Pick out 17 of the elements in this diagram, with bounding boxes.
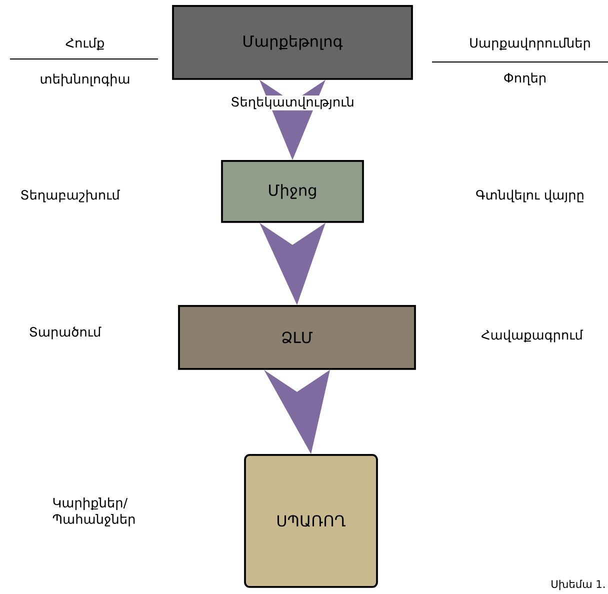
side-label: Սարքավորումներ: [470, 38, 590, 50]
side-label: Փողեր: [504, 72, 546, 86]
edge-label: Տեղեկատվություն: [229, 96, 356, 110]
box: Մարքեթոլոգ: [172, 5, 413, 80]
caption: Սխեմա 1.: [552, 580, 605, 590]
box: ՍՊԱՌՈՂ: [244, 454, 378, 588]
side-label: Գտնվելու վայրը: [476, 190, 584, 202]
side-label: Տարածում: [30, 326, 102, 340]
box: Միջոց: [221, 160, 364, 223]
side-label: Տեղաբաշխում: [21, 190, 120, 202]
side-label: Կարիքներ/ Պահանջներ: [52, 498, 135, 526]
arrow: [260, 222, 326, 306]
box: ՁԼՄ: [178, 305, 416, 370]
side-label: Հավաքագրում: [482, 330, 584, 342]
side-label: Հումք: [66, 38, 104, 50]
side-label: տեխնոլոգիա: [40, 74, 130, 86]
arrow: [264, 370, 330, 454]
